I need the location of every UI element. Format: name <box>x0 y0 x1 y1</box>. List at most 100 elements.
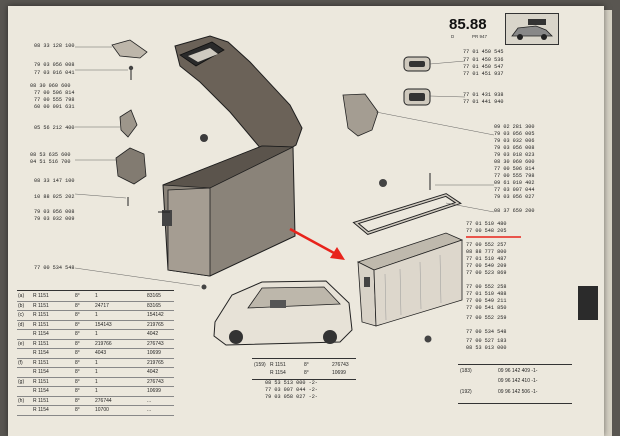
table-cell-model: R 1151 <box>33 397 49 404</box>
ref-f7: 77 00 523 869 <box>466 270 507 276</box>
table-cell-mark: 8° <box>75 369 80 375</box>
ref-a3: 77 01 450 547 <box>463 64 504 70</box>
table-cell-tag: (c) <box>18 312 24 318</box>
table-cell-end: 4042 <box>147 331 159 337</box>
table-cell-end: ... <box>147 407 152 413</box>
middle-ref-2: 77 03 007 044 -2- <box>265 387 318 393</box>
table-cell-end: 219765 <box>147 359 164 366</box>
table-cell-mark: 8° <box>75 407 80 413</box>
ref-60-00-091-631: 60 00 091 631 <box>34 104 75 110</box>
ref-b2: 77 01 441 940 <box>463 99 504 105</box>
table-cell-model: R 1151 <box>33 378 49 385</box>
table-cell-end: 10699 <box>147 350 161 356</box>
table-cell-tag: (g) <box>18 378 25 385</box>
ref-d6: 79 03 056 027 <box>494 194 535 200</box>
ref-77-00-555-798: 77 00 555 798 <box>34 97 75 103</box>
ref-a2: 77 01 450 536 <box>463 57 504 63</box>
small-parts-left <box>111 39 208 290</box>
table-cell-end: 154142 <box>147 312 164 318</box>
table-cell-code: 276744 <box>95 397 112 404</box>
middle-row-1-mark: 8° <box>304 362 309 368</box>
table-cell-code: 1 <box>95 312 98 318</box>
ref-g1: 77 00 534 548 <box>466 329 507 335</box>
middle-row-1-model: R 1151 <box>270 362 286 368</box>
right-row-1-tag: (183) <box>460 368 472 374</box>
table-cell-mark: 8° <box>75 340 80 347</box>
ref-c1: 09 02 281 300 <box>494 124 535 130</box>
table-cell-end: 276743 <box>147 340 164 347</box>
table-cell-model: R 1151 <box>33 312 49 318</box>
right-row-1-code: 09 96 142 409 -1- <box>498 368 538 374</box>
ref-d2: 77 00 506 814 <box>494 166 535 172</box>
table-cell-code: 1 <box>95 369 98 375</box>
application-table-middle: (159) R 1151 8° 276743 R 1154 8° 10699 <box>252 358 356 380</box>
ref-e1: 08 37 659 200 <box>494 208 535 214</box>
leader-lines <box>74 46 495 287</box>
table-cell-end: 83165 <box>147 302 161 309</box>
middle-row-2-mark: 8° <box>304 370 309 376</box>
storage-box-large <box>162 145 296 277</box>
ref-77-00-506-814: 77 00 506 814 <box>34 90 75 96</box>
table-cell-end: 4042 <box>147 369 159 375</box>
ref-08-33-128-100: 08 33 128 100 <box>34 43 75 49</box>
ref-04-51-516-700: 04 51 516 700 <box>30 159 71 165</box>
table-cell-mark: 8° <box>75 331 80 337</box>
table-cell-code: 154143 <box>95 321 112 328</box>
table-cell-mark: 8° <box>75 359 80 366</box>
right-row-2-code: 09 96 142 410 -1- <box>498 378 538 384</box>
table-cell-code: 10700 <box>95 407 109 413</box>
table-cell-end: 276743 <box>147 378 164 385</box>
table-cell-end: 10699 <box>147 388 161 394</box>
ref-08-33-147-100: 08 33 147 100 <box>34 178 75 184</box>
ref-f11: 77 00 541 850 <box>466 305 507 311</box>
middle-row-2-end: 10699 <box>332 370 346 376</box>
middle-ref-1: 08 53 513 000 -2- <box>265 380 318 386</box>
table-cell-model: R 1151 <box>33 302 49 309</box>
right-row-3-tag: (192) <box>460 389 472 395</box>
ref-f6: 77 00 549 209 <box>466 263 507 269</box>
ref-c5: 79 03 018 023 <box>494 152 535 158</box>
table-cell-model: R 1154 <box>33 331 49 337</box>
ref-f4: 08 88 777 800 <box>466 249 507 255</box>
ref-f12: 77 00 552 259 <box>466 315 507 321</box>
table-cell-code: 1 <box>95 359 98 366</box>
ref-f9: 77 01 510 488 <box>466 291 507 297</box>
table-cell-mark: 8° <box>75 388 80 394</box>
ref-d3: 77 00 555 798 <box>494 173 535 179</box>
table-cell-end: ... <box>147 397 152 404</box>
table-cell-tag: (e) <box>18 340 25 347</box>
table-cell-mark: 8° <box>75 397 80 404</box>
table-cell-model: R 1151 <box>33 340 49 347</box>
ref-f3: 77 00 552 257 <box>466 242 507 248</box>
ref-b1: 77 01 431 938 <box>463 92 504 98</box>
table-cell-code: 1 <box>95 388 98 394</box>
right-row-3-code: 09 96 142 506 -1- <box>498 389 538 395</box>
ref-h1: 77 00 527 183 <box>466 338 507 344</box>
table-cell-tag: (d) <box>18 321 25 328</box>
table-cell-model: R 1154 <box>33 350 49 356</box>
ref-c2: 79 03 056 005 <box>494 131 535 137</box>
ref-d5: 77 03 007 044 <box>494 187 535 193</box>
middle-ref-3: 79 03 058 027 -2- <box>265 394 318 400</box>
ref-f10: 77 00 549 211 <box>466 298 507 304</box>
table-cell-tag: (a) <box>18 293 25 299</box>
car-thumbnail <box>505 13 559 45</box>
ref-d1: 08 30 060 600 <box>494 159 535 165</box>
ref-c4: 79 03 056 008 <box>494 145 535 151</box>
middle-row-1-end: 276743 <box>332 362 349 368</box>
ref-10-88-025-202: 10 88 025 202 <box>34 194 75 200</box>
application-table-right: (183) 09 96 142 409 -1- 09 96 142 410 -1… <box>458 364 572 404</box>
